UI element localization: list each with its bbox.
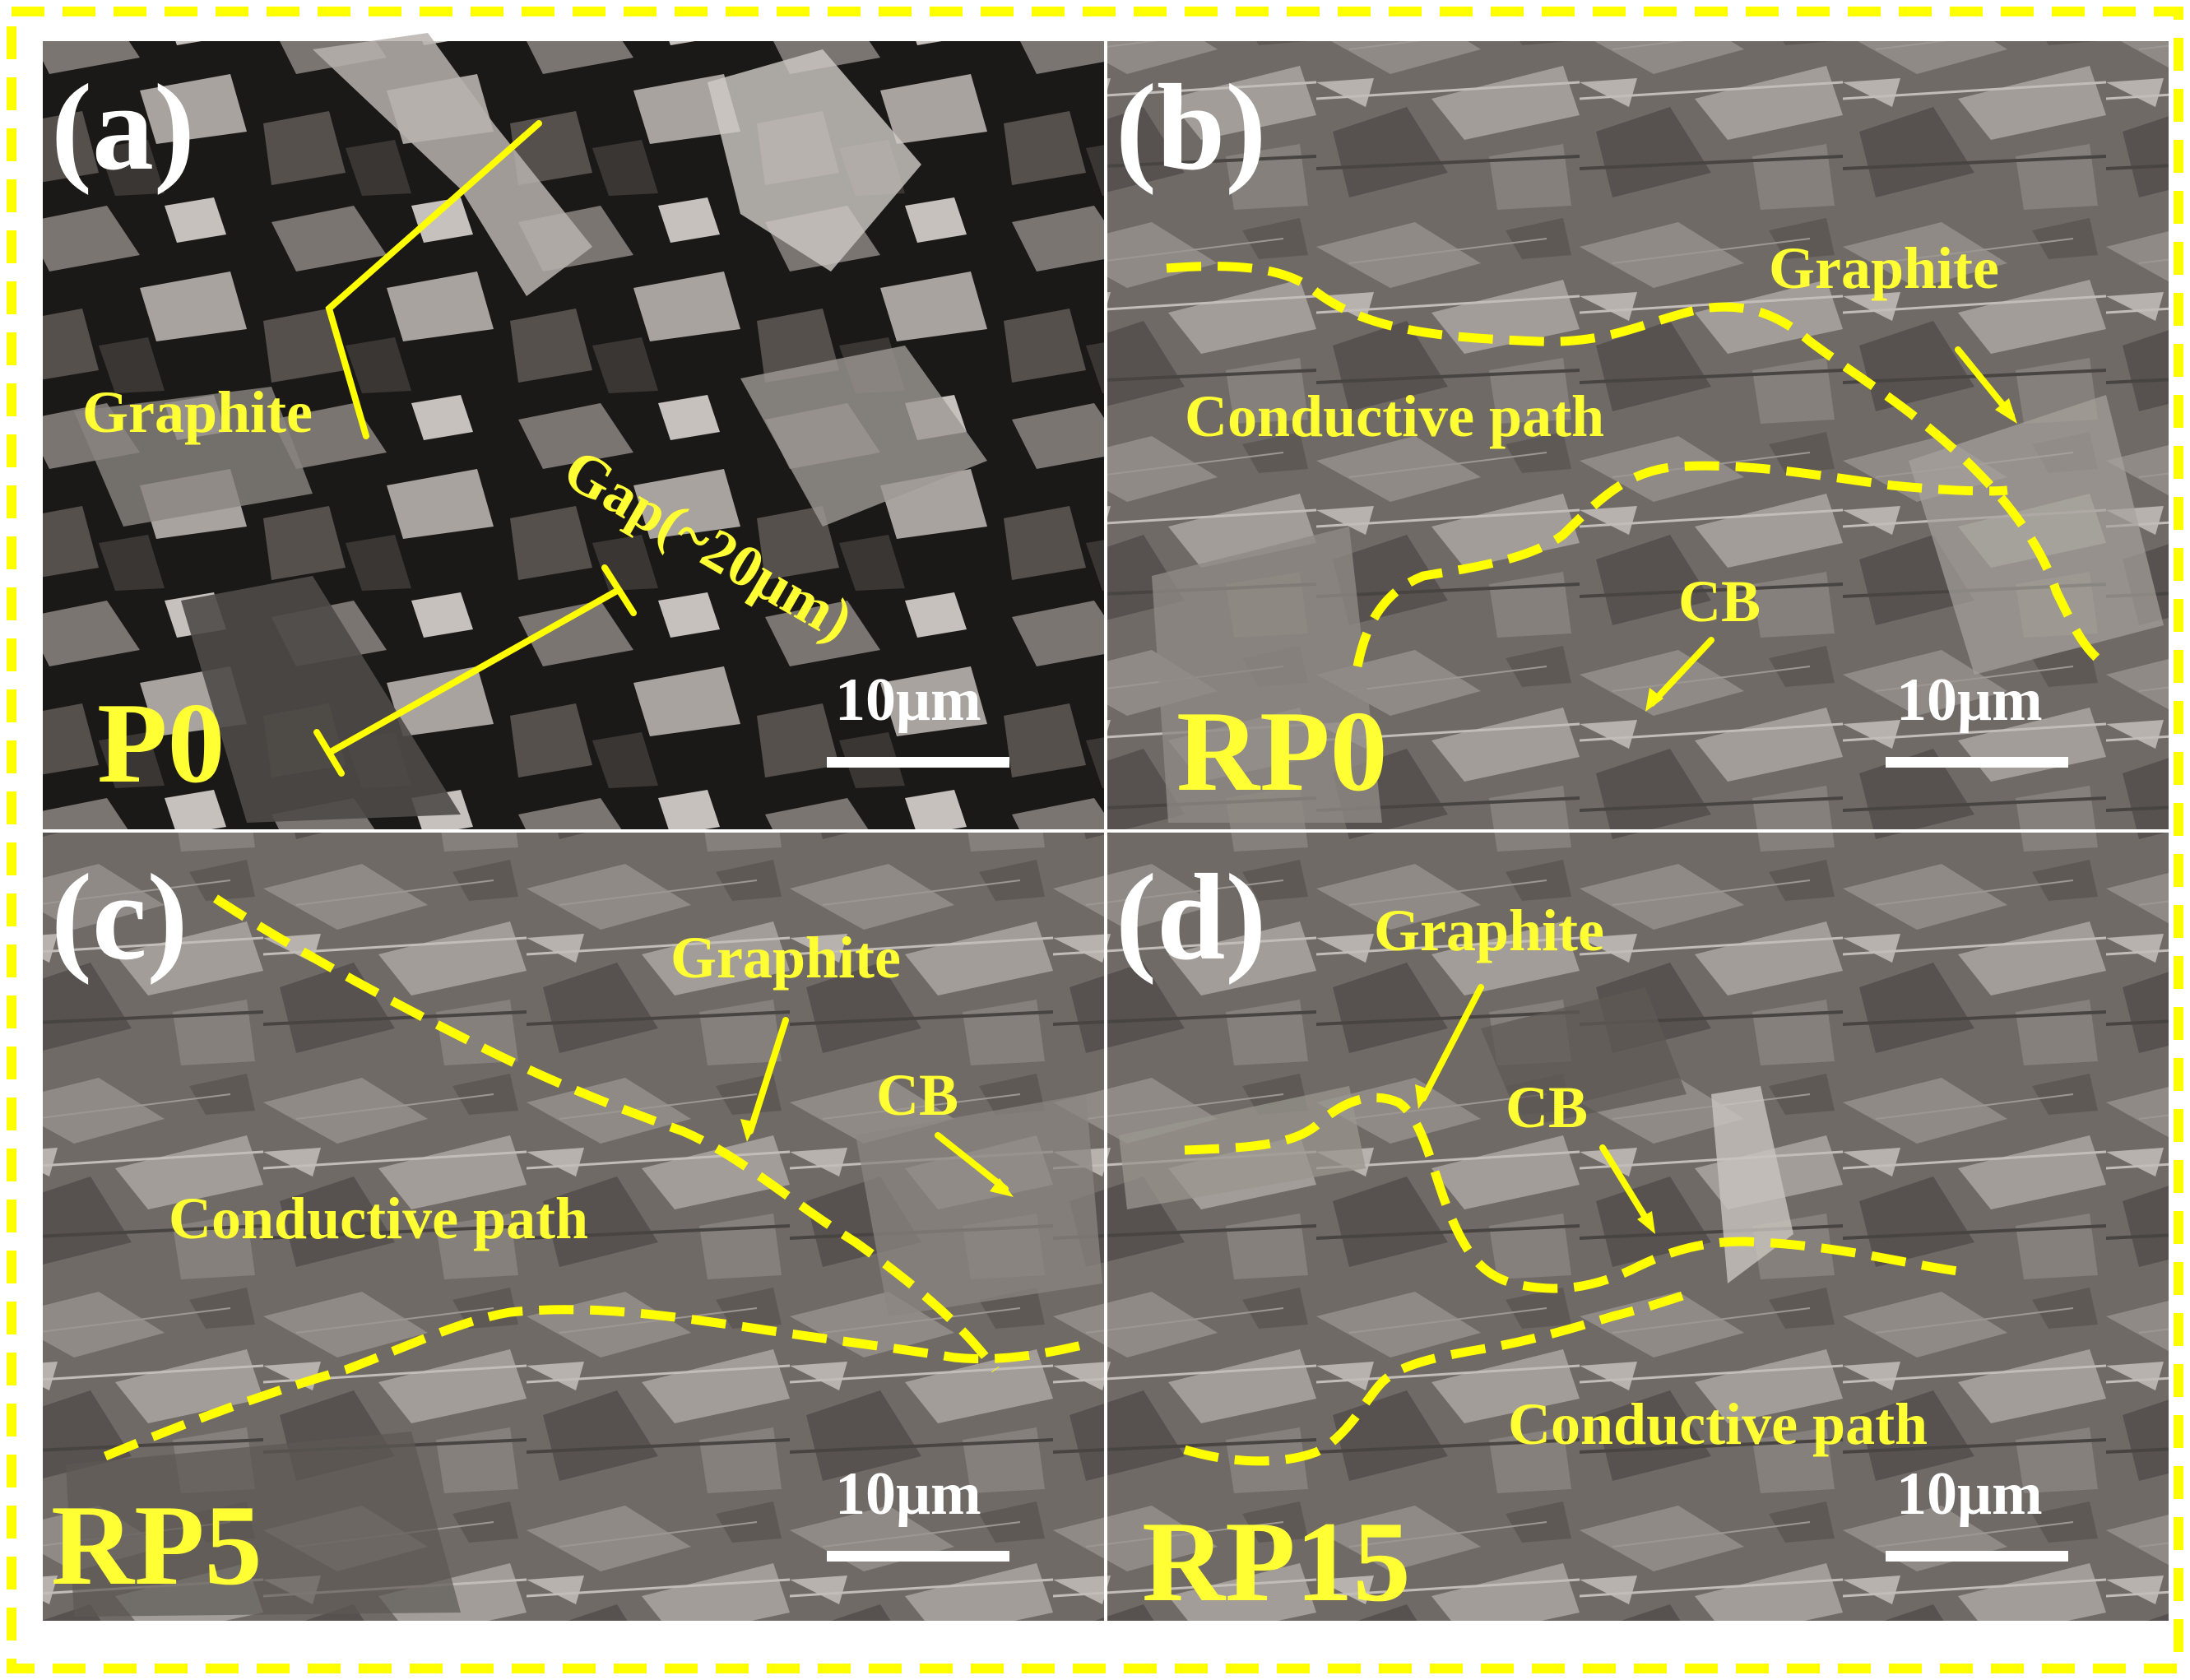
conductive-path-lower-d xyxy=(1183,1287,1696,1466)
cb-arrow-d xyxy=(1599,1144,1653,1228)
panel-letter-a: (a) xyxy=(51,59,195,196)
conductive-path-upper-c xyxy=(212,894,1000,1373)
cb-arrow-c xyxy=(935,1132,1009,1192)
cb-arrow-b xyxy=(1649,637,1714,707)
path-label-c: Conductive path xyxy=(169,1186,588,1251)
scale-bar-a xyxy=(827,757,1009,768)
conductive-path-lower-b xyxy=(1353,461,2008,668)
sample-label-rp5: RP5 xyxy=(51,1482,262,1609)
gap-measure-line xyxy=(326,587,622,756)
graphite-label-b: Graphite xyxy=(1769,235,1999,301)
path-label-b: Conductive path xyxy=(1185,383,1604,449)
graphite-arrow-c xyxy=(747,1017,789,1135)
scale-text-c: 10μm xyxy=(835,1460,981,1528)
conductive-path-upper-b xyxy=(1166,262,2105,666)
panel-letter-b: (b) xyxy=(1116,59,1266,196)
conductive-path-lower-c xyxy=(103,1305,1083,1461)
sem-image-d xyxy=(1107,833,2169,1621)
path-label-d: Conductive path xyxy=(1508,1391,1928,1457)
sample-label-rp0: RP0 xyxy=(1176,688,1388,815)
scale-bar-d xyxy=(1886,1551,2068,1562)
scale-bar-c xyxy=(827,1551,1009,1562)
cb-label-b: CB xyxy=(1678,569,1761,634)
scale-text-a: 10μm xyxy=(835,666,981,734)
sample-label-p0: P0 xyxy=(97,680,225,807)
panel-a: (a) Graphite Gap(~20μm) P0 10μm xyxy=(43,33,1104,829)
scale-text-b: 10μm xyxy=(1896,666,2043,734)
panel-b: (b) Graphite Conductive path CB RP0 10μm xyxy=(1107,41,2169,829)
panel-letter-d: (d) xyxy=(1116,849,1266,986)
panel-c: (c) Graphite CB Conductive path RP5 10μm xyxy=(43,833,1104,1621)
cb-label-d: CB xyxy=(1506,1074,1588,1140)
scale-bar-b xyxy=(1886,757,2068,768)
sample-label-rp15: RP15 xyxy=(1142,1498,1411,1626)
graphite-label-d: Graphite xyxy=(1374,898,1604,963)
graphite-pointer-a xyxy=(325,120,542,439)
scale-text-d: 10μm xyxy=(1896,1460,2043,1528)
graphite-label-a: Graphite xyxy=(82,379,313,445)
panel-letter-c: (c) xyxy=(51,849,188,986)
figure-frame xyxy=(7,7,2183,1673)
graphite-arrow-d xyxy=(1420,984,1484,1102)
panel-d: (d) Graphite CB Conductive path RP15 10μ… xyxy=(1107,833,2169,1626)
conductive-path-upper-d xyxy=(1184,1093,1959,1293)
cb-label-c: CB xyxy=(876,1062,958,1128)
graphite-label-c: Graphite xyxy=(670,925,901,991)
